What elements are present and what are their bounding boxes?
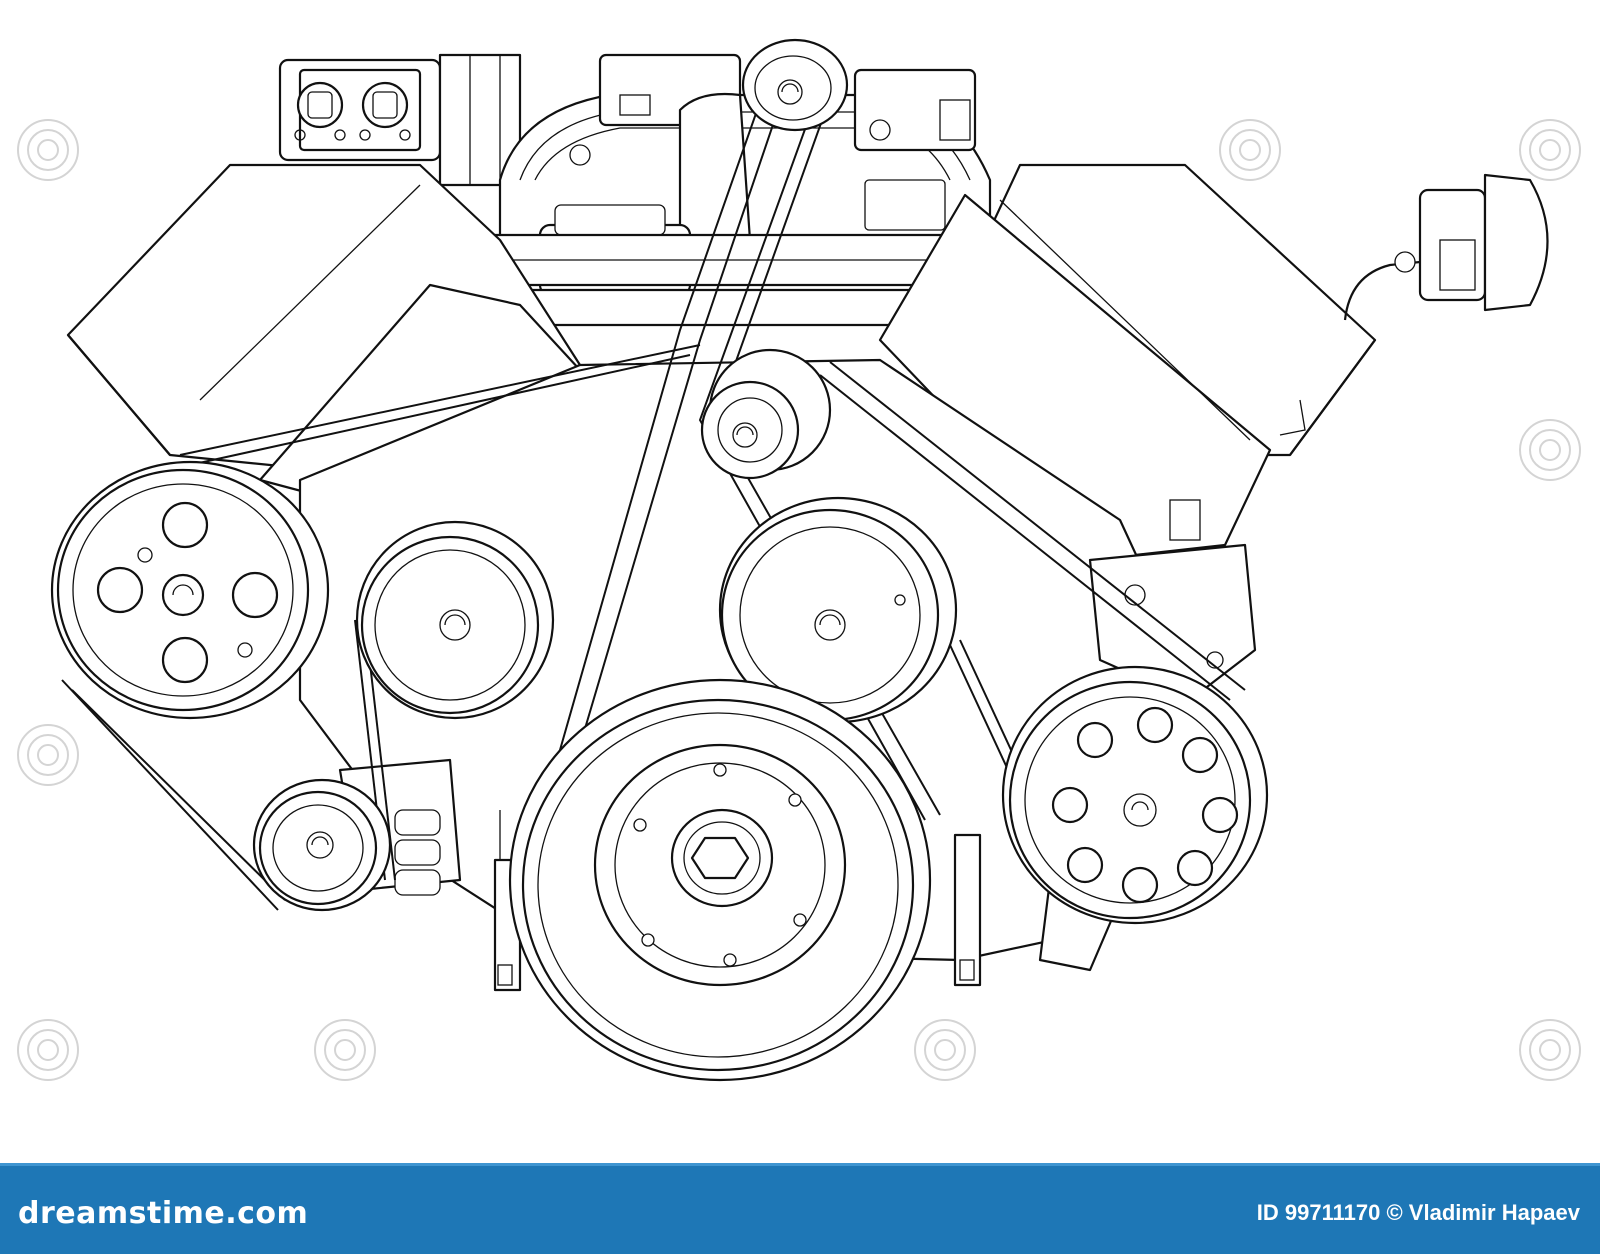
tensioner-pulley bbox=[700, 348, 832, 480]
dreamstime-logo[interactable]: dreamstime.com bbox=[18, 1196, 309, 1231]
small-idler-pulley-bottom-left bbox=[252, 778, 392, 912]
dreamstime-swirl-icon bbox=[1519, 1019, 1581, 1081]
dreamstime-swirl-icon bbox=[1219, 119, 1281, 181]
fuel-injector-right bbox=[359, 81, 411, 141]
dreamstime-swirl-icon bbox=[1519, 419, 1581, 481]
sensor-module bbox=[1279, 173, 1549, 436]
engine-line-drawing bbox=[17, 38, 1581, 1082]
top-idler-pulley bbox=[741, 38, 849, 132]
image-credit: ID 99711170 © Vladimir Hapaev bbox=[1256, 1200, 1580, 1225]
watermark-swirls bbox=[17, 119, 1581, 1081]
idler-pulley-left-center bbox=[355, 520, 555, 720]
dreamstime-swirl-icon bbox=[1519, 119, 1581, 181]
footer-bar: dreamstime.com ID 99711170 © Vladimir Ha… bbox=[0, 1163, 1600, 1254]
crankshaft-pulley bbox=[497, 678, 975, 1082]
dreamstime-swirl-icon bbox=[17, 1019, 79, 1081]
fuel-injector-left bbox=[294, 81, 346, 141]
dreamstime-swirl-icon bbox=[17, 724, 79, 786]
alternator-pulley bbox=[718, 496, 958, 724]
power-steering-pulley bbox=[1001, 665, 1269, 925]
water-pump-pulley-left bbox=[50, 460, 330, 720]
dreamstime-swirl-icon bbox=[314, 1019, 376, 1081]
dreamstime-swirl-icon bbox=[17, 119, 79, 181]
left-valve-cover bbox=[66, 163, 582, 522]
dreamstime-swirl-icon bbox=[914, 1019, 976, 1081]
